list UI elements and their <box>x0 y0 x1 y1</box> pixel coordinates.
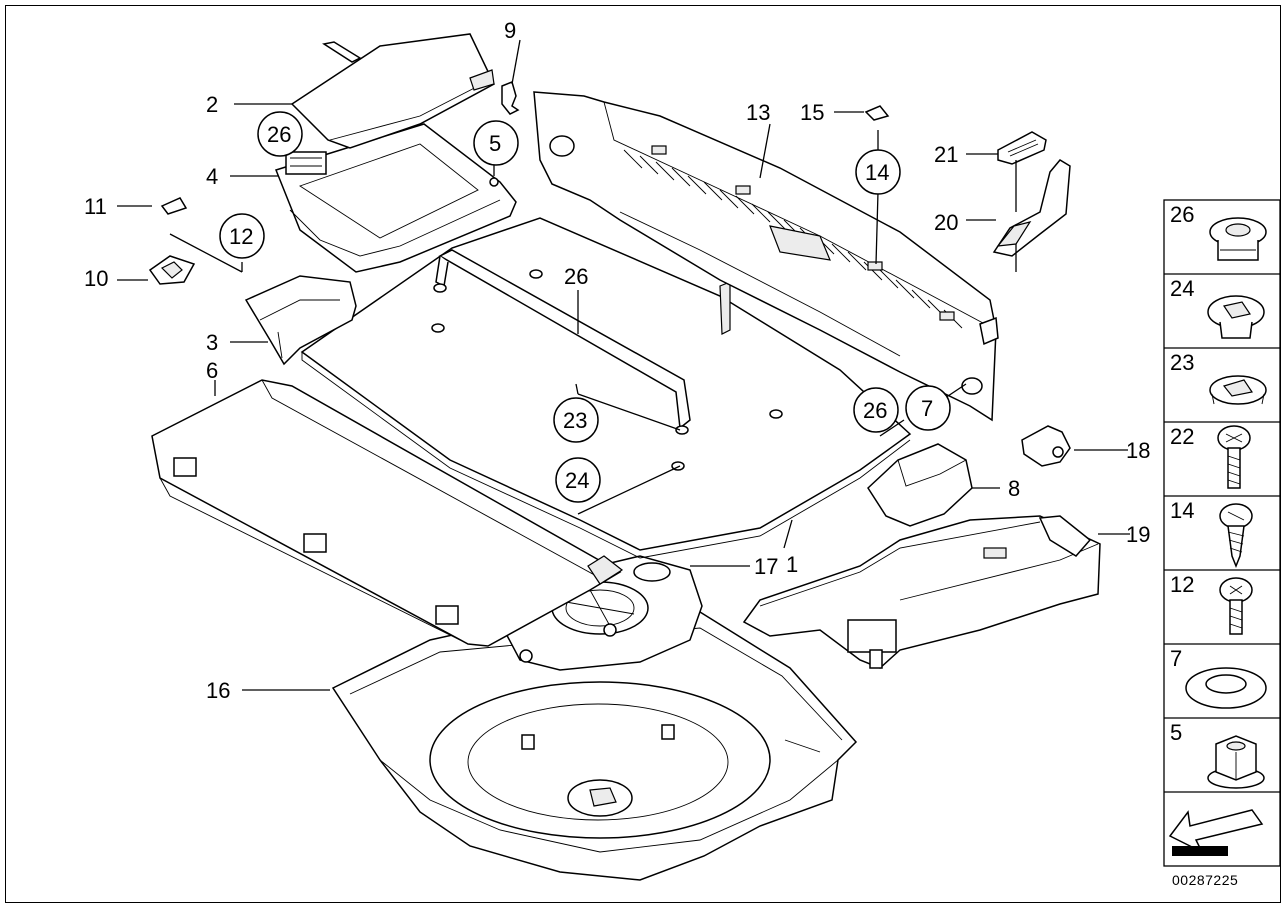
svg-text:7: 7 <box>921 396 933 421</box>
legend-14: 14 <box>1170 498 1253 569</box>
callout-labels: 1 2 3 4 6 8 9 10 11 13 15 16 17 18 19 20… <box>84 18 1150 703</box>
fastener-legend: 26 24 23 22 14 <box>1163 199 1281 867</box>
part-19-tray <box>742 515 1101 669</box>
svg-text:26: 26 <box>267 122 291 147</box>
legend-23: 23 <box>1170 350 1267 405</box>
part-6-side-trim-left <box>151 379 624 647</box>
callout-3: 3 <box>206 330 218 355</box>
svg-text:12: 12 <box>229 224 253 249</box>
callout-20: 20 <box>934 210 958 235</box>
callout-2: 2 <box>206 92 218 117</box>
svg-text:14: 14 <box>865 160 889 185</box>
circled-12: 12 <box>219 213 265 259</box>
circled-23: 23 <box>553 397 599 443</box>
part-15-clip <box>864 105 890 121</box>
diagram-code: 00287225 <box>1172 872 1239 888</box>
callout-8: 8 <box>1008 476 1020 501</box>
callout-21: 21 <box>934 142 958 167</box>
part-2-upper-cover <box>290 33 495 149</box>
legend-12: 12 <box>1170 572 1253 635</box>
part-1-floor-mat <box>300 217 912 559</box>
svg-text:7: 7 <box>1170 646 1182 671</box>
callout-9: 9 <box>504 18 516 43</box>
svg-text:26: 26 <box>863 398 887 423</box>
part-9-clip <box>501 80 520 115</box>
callout-17: 17 <box>754 554 778 579</box>
svg-text:24: 24 <box>565 468 589 493</box>
callout-10: 10 <box>84 266 108 291</box>
svg-text:14: 14 <box>1170 498 1194 523</box>
part-10-grommet <box>148 255 196 285</box>
callout-4: 4 <box>206 164 218 189</box>
callout-6: 6 <box>206 358 218 383</box>
svg-text:26: 26 <box>1170 202 1194 227</box>
svg-text:23: 23 <box>563 408 587 433</box>
part-25-support-bar <box>433 249 691 435</box>
callout-15: 15 <box>800 100 824 125</box>
circled-26-top: 26 <box>257 111 303 157</box>
callout-11: 11 <box>84 194 107 219</box>
circled-26-mid: 26 <box>853 387 899 433</box>
part-11-pad <box>160 197 188 215</box>
svg-text:5: 5 <box>1170 720 1182 745</box>
legend-5: 5 <box>1170 720 1265 789</box>
legend-22: 22 <box>1170 424 1251 489</box>
circled-5: 5 <box>473 120 519 166</box>
leader-lines <box>117 39 1130 691</box>
part-20-handle <box>992 159 1071 257</box>
part-16-trunk-floor <box>331 611 858 881</box>
circled-callouts: 26 5 12 14 23 24 26 7 <box>219 111 951 503</box>
circled-7: 7 <box>905 385 951 431</box>
callout-13: 13 <box>746 100 770 125</box>
part-18-lock <box>1021 425 1071 467</box>
circled-24: 24 <box>555 457 601 503</box>
legend-7: 7 <box>1170 646 1267 709</box>
legend-24: 24 <box>1170 276 1265 339</box>
part-21-latch <box>997 131 1047 165</box>
callout-19: 19 <box>1126 522 1150 547</box>
callout-25: 26 <box>564 264 588 289</box>
part-3-left-bracket <box>244 275 357 366</box>
svg-text:24: 24 <box>1170 276 1194 301</box>
part-4-bracket-frame <box>275 123 517 273</box>
svg-text:5: 5 <box>489 131 501 156</box>
legend-direction-arrow <box>1168 809 1264 856</box>
part-13-rear-trim <box>533 91 999 422</box>
circled-14: 14 <box>855 149 901 195</box>
svg-text:12: 12 <box>1170 572 1194 597</box>
callout-1: 1 <box>786 552 798 577</box>
legend-26: 26 <box>1170 202 1267 261</box>
svg-text:22: 22 <box>1170 424 1194 449</box>
part-8-bracket <box>867 443 973 527</box>
svg-text:23: 23 <box>1170 350 1194 375</box>
callout-16: 16 <box>206 678 230 703</box>
callout-18: 18 <box>1126 438 1150 463</box>
